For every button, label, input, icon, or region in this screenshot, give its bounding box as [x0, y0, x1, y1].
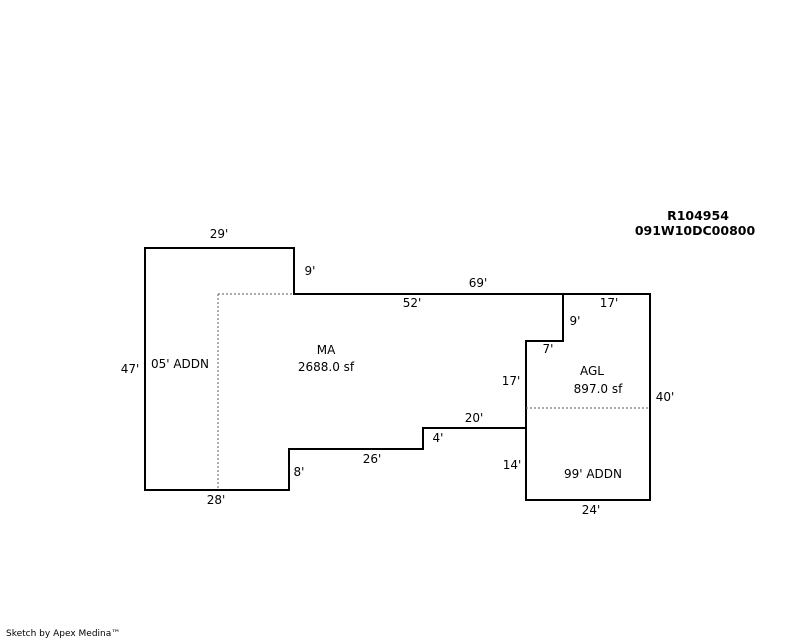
garage-outline — [525, 293, 651, 501]
dim-step-down: 9' — [305, 264, 316, 278]
dim-mid-step: 20' — [465, 411, 484, 425]
dim-top-left: 29' — [210, 227, 229, 241]
dim-garage-bottom: 24' — [582, 503, 601, 517]
dim-garage-notch-h: 7' — [543, 342, 554, 356]
map-number: 091W10DC00800 — [635, 223, 756, 238]
dim-bottom-left: 28' — [207, 493, 226, 507]
dim-step-up: 8' — [294, 465, 305, 479]
dim-garage-left: 17' — [502, 374, 521, 388]
garage-area-size: 897.0 sf — [574, 382, 623, 396]
dim-garage-right: 40' — [656, 390, 675, 404]
main-area-size: 2688.0 sf — [298, 360, 355, 374]
garage-label: AGL — [580, 364, 604, 378]
dim-top-long: 69' — [469, 276, 488, 290]
addition-divider-line — [217, 293, 294, 490]
addition-99-label: 99' ADDN — [564, 467, 622, 481]
dim-addn-left: 14' — [503, 458, 522, 472]
sketch-credit: Sketch by Apex Medina™ — [6, 629, 120, 639]
dim-inner-top: 52' — [403, 296, 422, 310]
dim-left-side: 47' — [121, 362, 140, 376]
dim-garage-top: 17' — [600, 296, 619, 310]
addition-05-label: 05' ADDN — [151, 357, 209, 371]
dim-garage-notch-v: 9' — [570, 314, 581, 328]
dim-mid-bottom: 26' — [363, 452, 382, 466]
dim-step-small: 4' — [433, 431, 444, 445]
main-area-label: MA — [317, 343, 336, 357]
parcel-id: R104954 — [667, 208, 729, 223]
